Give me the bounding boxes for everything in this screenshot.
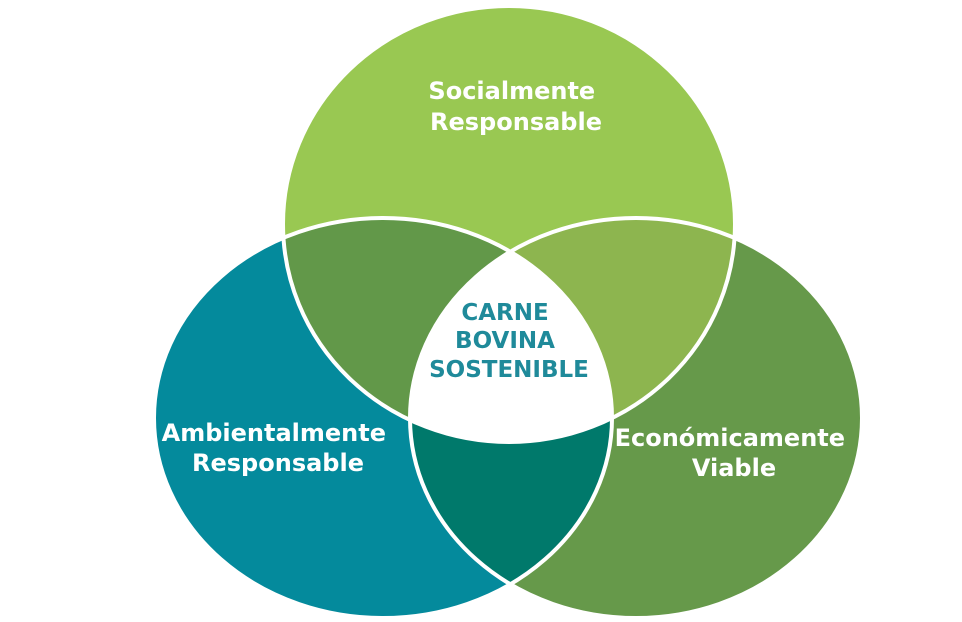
environmental-circle-outline <box>152 216 614 620</box>
center-label-line-2: BOVINA <box>455 328 555 354</box>
social-label: Socialmente Responsable <box>428 77 603 136</box>
center-label: CARNE BOVINA SOSTENIBLE <box>429 300 589 383</box>
economic-label: Económicamente Viable <box>615 424 854 482</box>
environmental-label: Ambientalmente Responsable <box>162 419 395 477</box>
economic-label-line-2: Viable <box>692 454 776 482</box>
center-overlap <box>410 218 612 442</box>
center-label-line-1: CARNE <box>461 300 548 326</box>
environmental-label-line-2: Responsable <box>192 449 364 477</box>
social-label-line-2: Responsable <box>430 108 602 136</box>
environmental-label-line-1: Ambientalmente <box>162 419 386 447</box>
social-circle-outline <box>281 4 737 444</box>
center-label-line-3: SOSTENIBLE <box>429 357 589 383</box>
economic-label-line-1: Económicamente <box>615 424 845 452</box>
social-label-line-1: Socialmente <box>428 77 595 105</box>
economic-circle-outline <box>408 216 864 620</box>
